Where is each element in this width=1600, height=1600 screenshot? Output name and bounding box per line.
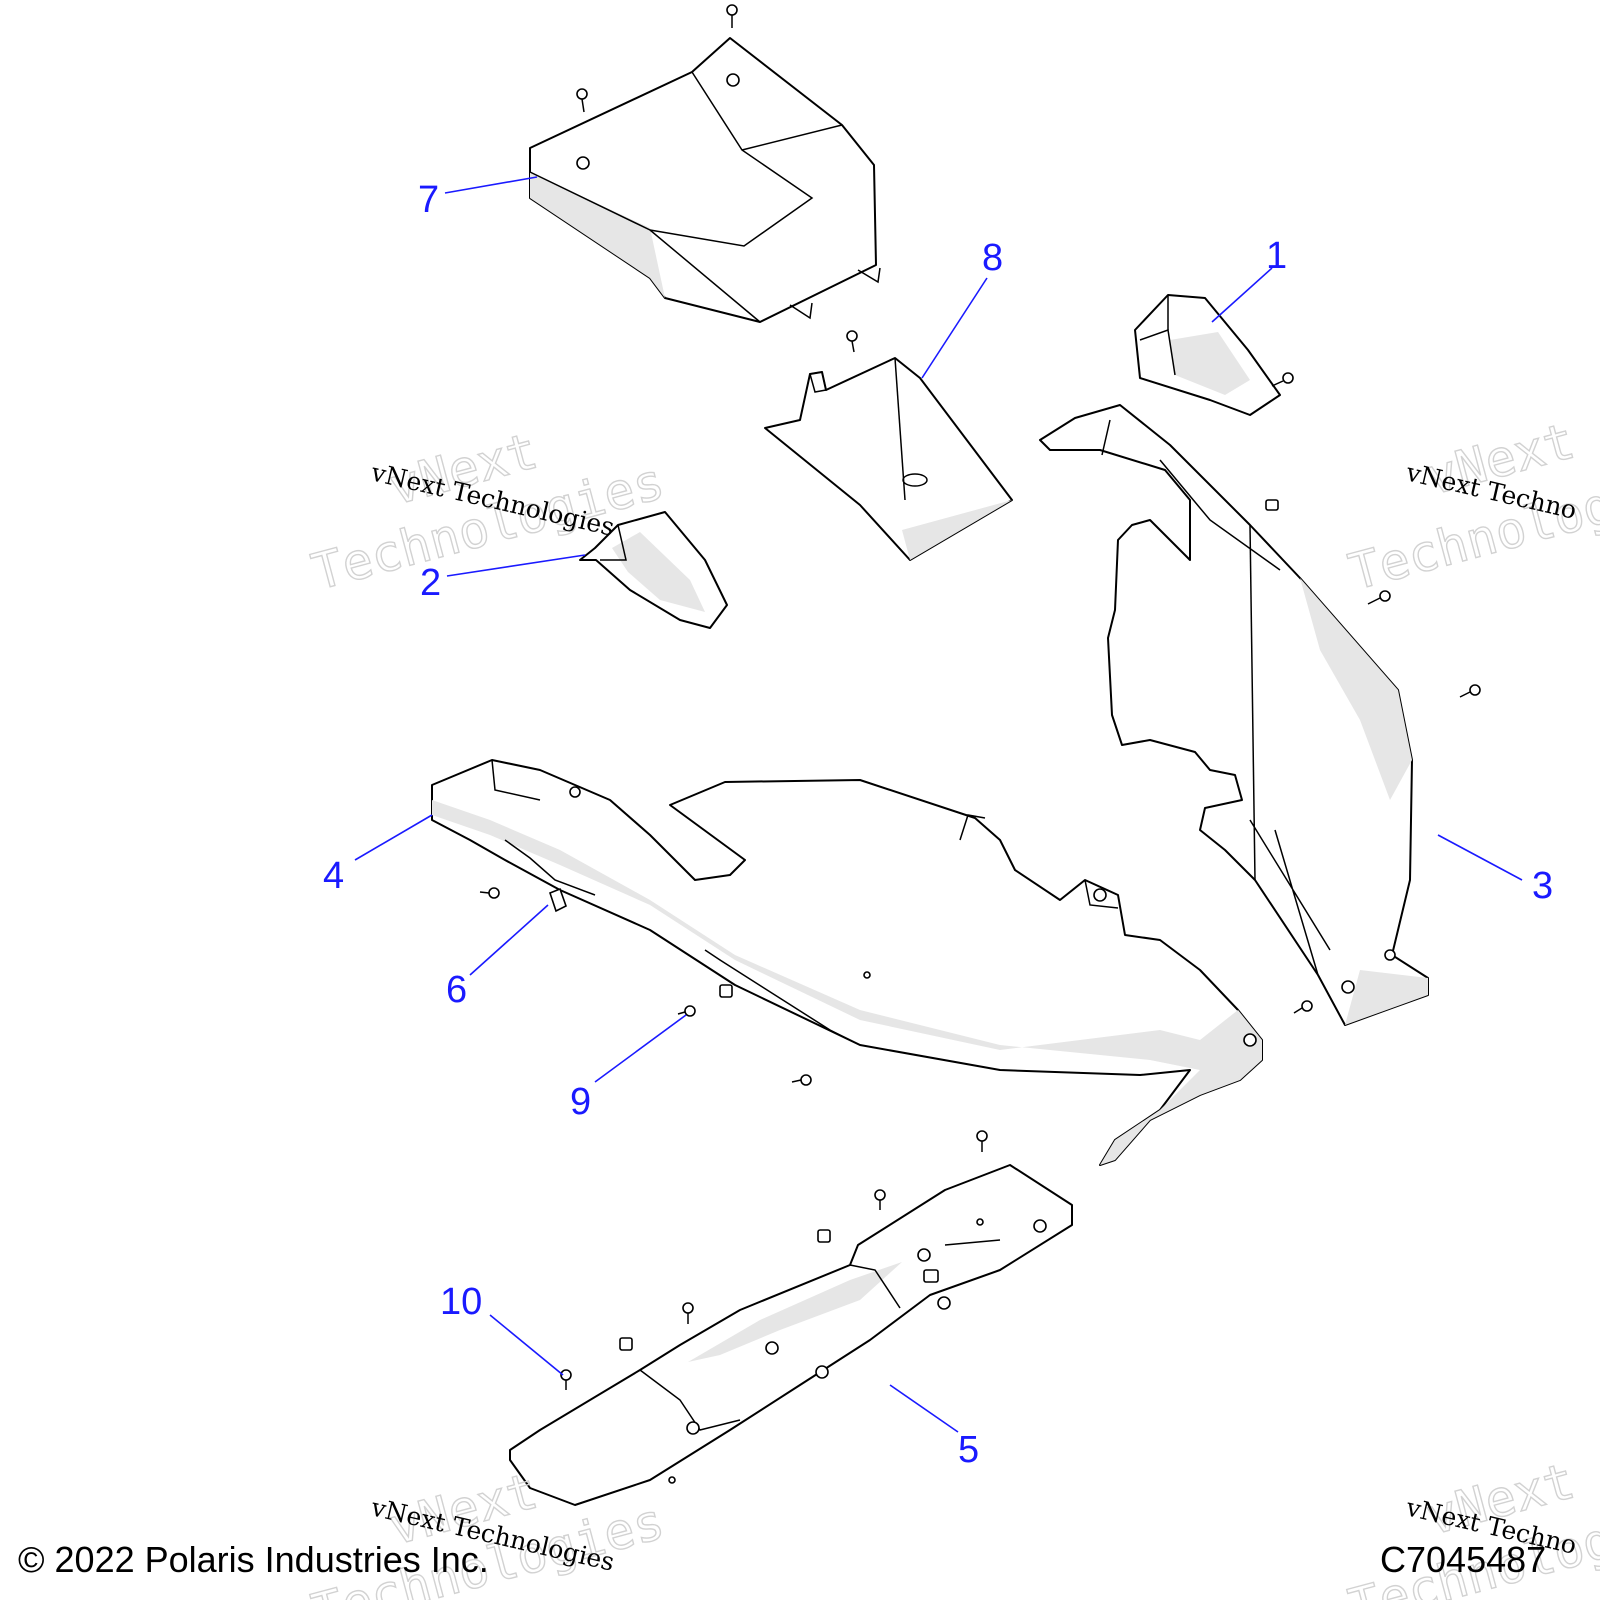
part-7-top-cover	[529, 37, 881, 323]
part-5-bottom-panel	[509, 1164, 1073, 1506]
leader-line-1	[1211, 267, 1273, 323]
screw	[576, 4, 858, 353]
leader-line-4	[354, 814, 433, 861]
leader-line-2	[446, 554, 586, 577]
screw	[479, 887, 812, 1086]
leader-line-6	[469, 904, 549, 976]
leader-line-5	[889, 1384, 959, 1433]
leader-line-7	[444, 176, 538, 194]
screw	[1271, 372, 1294, 387]
part-4-left-side-panel	[431, 759, 1263, 1166]
part-8-center-panel	[764, 357, 1013, 561]
part-2-left-bracket	[579, 511, 728, 629]
leader-line-9	[594, 1014, 687, 1083]
screw	[1293, 590, 1481, 1014]
callout-2: 2	[420, 562, 441, 604]
screw	[560, 1130, 988, 1390]
part-6-clip	[549, 887, 567, 913]
callout-5: 5	[958, 1429, 979, 1471]
part-3-right-side-panel	[1039, 404, 1429, 1026]
copyright-text: © 2022 Polaris Industries Inc.	[18, 1539, 489, 1580]
part-1-right-bracket	[1134, 294, 1281, 416]
callout-1: 1	[1266, 235, 1287, 277]
watermark-top-right: vNext Technologies vNext Techno	[1342, 411, 1600, 602]
callout-4: 4	[323, 855, 344, 897]
drawing-id: C7045487	[1380, 1539, 1546, 1580]
callout-8: 8	[982, 237, 1003, 279]
callout-10: 10	[440, 1281, 482, 1323]
callout-9: 9	[570, 1081, 591, 1123]
leader-line-8	[921, 277, 988, 379]
leader-line-3	[1437, 834, 1523, 881]
callout-7: 7	[418, 179, 439, 221]
leader-line-10	[489, 1314, 564, 1376]
callout-6: 6	[446, 969, 467, 1011]
callout-3: 3	[1532, 865, 1553, 907]
